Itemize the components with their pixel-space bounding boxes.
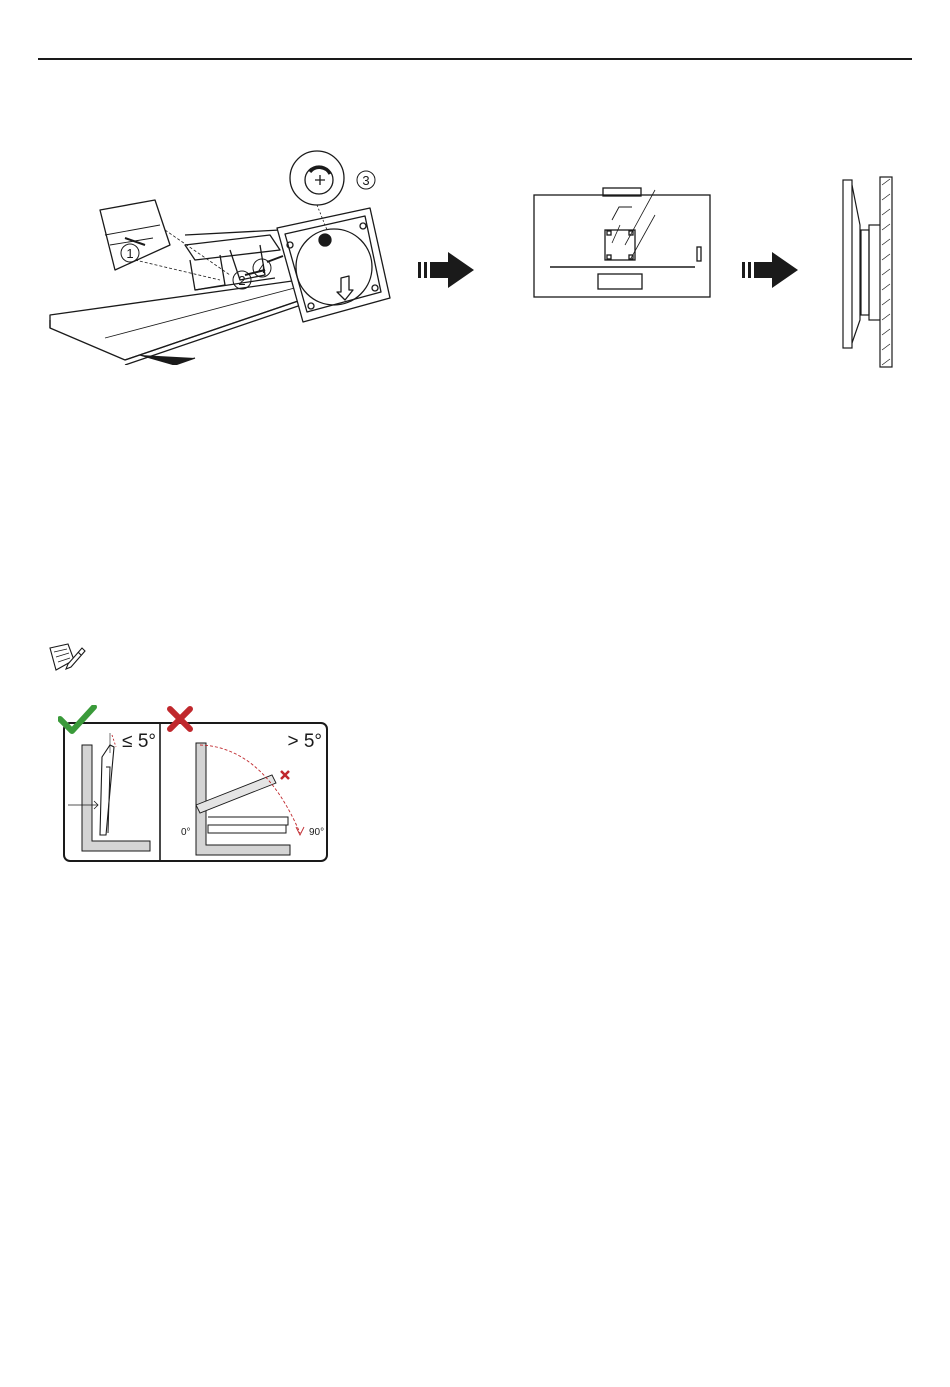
- zoom-inset: [100, 200, 170, 270]
- callout-3: 3: [362, 173, 369, 188]
- tilt-ninety-label: 90°: [309, 827, 324, 838]
- monitor-back: [534, 195, 710, 297]
- tilt-zero-label: 0°: [181, 827, 191, 838]
- callout-2: 2: [238, 273, 245, 288]
- top-rule: [38, 58, 912, 60]
- monitor-back-vesa-illustration: [530, 185, 715, 300]
- remove-base-illustration: 1 2 3 4: [45, 150, 415, 365]
- wall-bracket: [861, 230, 869, 315]
- tilt-ok-label: ≤ 5°: [122, 731, 156, 752]
- monitor-side: [843, 180, 852, 348]
- note-pencil-icon: [48, 642, 88, 674]
- callout-1: 1: [126, 246, 133, 261]
- callout-4: 4: [258, 261, 265, 276]
- base-plate: [277, 208, 390, 322]
- tilt-angle-panel: ≤ 5° > 5° 0° 90°: [58, 705, 333, 865]
- arrow-right-icon: [742, 250, 802, 290]
- arrow-right-icon: [418, 250, 478, 290]
- wall-mount-side-illustration: [836, 175, 896, 370]
- tilt-bad-label: > 5°: [287, 731, 322, 752]
